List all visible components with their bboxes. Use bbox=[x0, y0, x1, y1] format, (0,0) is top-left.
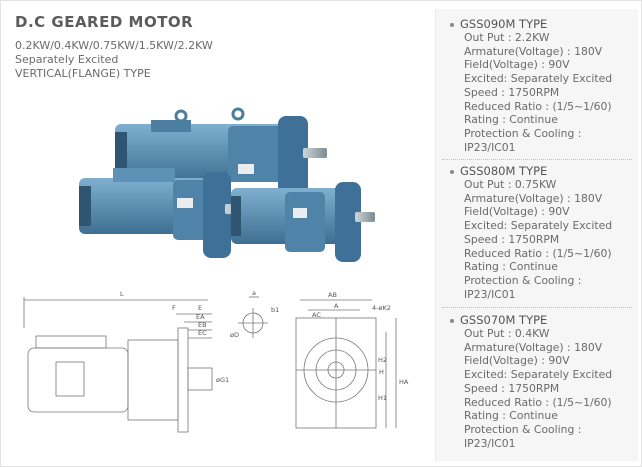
spec-protection: Protection & Cooling : bbox=[464, 273, 582, 287]
label-b1: b1 bbox=[271, 306, 279, 314]
label-EC: EC bbox=[198, 329, 207, 337]
spec-excited: Excited: Separately Excited bbox=[464, 219, 613, 233]
spec-ip: IP23/IC01 bbox=[464, 287, 516, 301]
label-A: A bbox=[334, 302, 339, 310]
spec-title: GSS080M TYPE bbox=[450, 164, 638, 178]
subtitle-power: 0.2KW/0.4KW/0.75KW/1.5KW/2.2KW bbox=[15, 39, 213, 52]
label-oD: øD bbox=[230, 331, 239, 339]
label-L: L bbox=[120, 290, 124, 298]
label-K2: 4-øK2 bbox=[372, 304, 391, 312]
spec-rating: Rating : Continue bbox=[464, 260, 558, 274]
spec-ratio: Reduced Ratio : (1/5~1/60) bbox=[464, 395, 612, 409]
page-title: D.C GEARED MOTOR bbox=[15, 13, 194, 31]
subtitle-type: VERTICAL(FLANGE) TYPE bbox=[15, 67, 151, 80]
subtitle-excitation: Separately Excited bbox=[15, 53, 119, 66]
spec-speed: Speed : 1750RPM bbox=[464, 232, 560, 246]
motor-back bbox=[115, 107, 327, 198]
motor-front-right bbox=[231, 182, 375, 262]
spec-protection: Protection & Cooling : bbox=[464, 126, 582, 140]
divider bbox=[442, 307, 632, 308]
label-EB: EB bbox=[198, 321, 207, 329]
spec-title: GSS070M TYPE bbox=[450, 313, 638, 327]
label-H: H bbox=[379, 368, 384, 376]
label-H1: H1 bbox=[378, 394, 387, 402]
motor-photo bbox=[79, 107, 375, 262]
spec-gss080m: GSS080M TYPE Out Put : 0.75KW Armature(V… bbox=[436, 164, 638, 301]
spec-lines: Out Put : 0.4KW Armature(Voltage) : 180V… bbox=[464, 327, 638, 450]
spec-field: Field(Voltage) : 90V bbox=[464, 205, 570, 219]
spec-output: Out Put : 0.75KW bbox=[464, 178, 557, 191]
spec-title-text: GSS070M TYPE bbox=[460, 313, 548, 327]
bullet-icon bbox=[450, 318, 454, 323]
spec-title-text: GSS080M TYPE bbox=[460, 164, 548, 178]
spec-title: GSS090M TYPE bbox=[450, 17, 638, 31]
motor-front-left bbox=[79, 168, 249, 258]
product-subtitles: 0.2KW/0.4KW/0.75KW/1.5KW/2.2KW Separatel… bbox=[15, 39, 415, 81]
spec-panel: GSS090M TYPE Out Put : 2.2KW Armature(Vo… bbox=[435, 9, 638, 461]
spec-lines: Out Put : 2.2KW Armature(Voltage) : 180V… bbox=[464, 31, 638, 154]
label-HA: HA bbox=[399, 378, 409, 386]
label-oG1: øG1 bbox=[216, 376, 229, 384]
spec-field: Field(Voltage) : 90V bbox=[464, 354, 570, 368]
label-E: E bbox=[198, 304, 202, 312]
label-AC: AC bbox=[312, 311, 321, 319]
spec-ratio: Reduced Ratio : (1/5~1/60) bbox=[464, 246, 612, 260]
label-F: F bbox=[172, 304, 176, 312]
spec-armature: Armature(Voltage) : 180V bbox=[464, 340, 603, 354]
spec-field: Field(Voltage) : 90V bbox=[464, 58, 570, 72]
divider bbox=[442, 159, 632, 160]
spec-gss070m: GSS070M TYPE Out Put : 0.4KW Armature(Vo… bbox=[436, 313, 638, 450]
spec-ip: IP23/IC01 bbox=[464, 436, 516, 450]
spec-rating: Rating : Continue bbox=[464, 113, 558, 127]
spec-lines: Out Put : 0.75KW Armature(Voltage) : 180… bbox=[464, 178, 638, 301]
label-a: a bbox=[252, 289, 256, 297]
spec-gss090m: GSS090M TYPE Out Put : 2.2KW Armature(Vo… bbox=[436, 17, 638, 154]
product-header: D.C GEARED MOTOR 0.2KW/0.4KW/0.75KW/1.5K… bbox=[15, 13, 415, 81]
label-AB: AB bbox=[328, 291, 337, 299]
spec-title-text: GSS090M TYPE bbox=[460, 17, 548, 31]
spec-rating: Rating : Continue bbox=[464, 409, 558, 423]
spec-excited: Excited: Separately Excited bbox=[464, 72, 613, 86]
bullet-icon bbox=[450, 22, 454, 27]
spec-protection: Protection & Cooling : bbox=[464, 422, 582, 436]
spec-armature: Armature(Voltage) : 180V bbox=[464, 191, 603, 205]
label-EA: EA bbox=[196, 313, 205, 321]
spec-armature: Armature(Voltage) : 180V bbox=[464, 44, 603, 58]
dimension-drawing: L F E EA EB EC øG1 a b1 øD AB A AC 4-øK2… bbox=[23, 289, 409, 433]
spec-ip: IP23/IC01 bbox=[464, 140, 516, 154]
spec-output: Out Put : 2.2KW bbox=[464, 31, 550, 44]
spec-speed: Speed : 1750RPM bbox=[464, 381, 560, 395]
bullet-icon bbox=[450, 169, 454, 174]
spec-excited: Excited: Separately Excited bbox=[464, 368, 613, 382]
spec-speed: Speed : 1750RPM bbox=[464, 85, 560, 99]
spec-output: Out Put : 0.4KW bbox=[464, 327, 550, 340]
label-H2: H2 bbox=[378, 356, 387, 364]
spec-ratio: Reduced Ratio : (1/5~1/60) bbox=[464, 99, 612, 113]
